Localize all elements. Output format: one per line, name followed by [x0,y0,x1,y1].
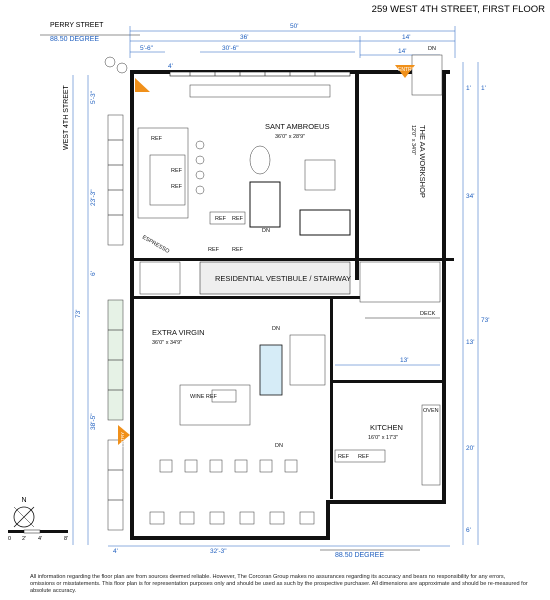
dim-left-38-5: 38'-5" [90,413,97,430]
scale-tick-3: 8' [64,536,68,542]
ref-label-4: REF [215,216,227,222]
dim-left-6: 6' [90,271,97,276]
entry-corner [135,78,150,92]
workshop-name: THE AA WORKSHOP [418,125,427,198]
room-sant-ambroeus: SANT AMBROEUS 36'0" x 28'9" REF REF REF … [137,84,351,256]
entry-left: ENTRY [118,425,130,447]
sidewalk-seating [104,56,128,531]
street-perry: PERRY STREET [50,22,104,29]
sant-ambroeus-name: SANT AMBROEUS [265,122,329,131]
dim-right-13: 13' [466,339,474,346]
entry-top-label: ENTRY [398,67,416,73]
room-kitchen: KITCHEN 16'0" x 17'3" REF REF OVEN 13' [334,357,441,486]
disclaimer-text: All information regarding the floor plan… [30,574,528,594]
extra-virgin-size: 36'0" x 34'9" [152,340,182,346]
dim-left-5-3: 5'-3" [90,90,97,104]
degree-top: 88.50 DEGREE [50,36,99,43]
street-west-4th: WEST 4TH STREET [63,84,70,150]
dining-tables [149,459,315,525]
dim-top-14b: 14' [398,48,406,55]
ref-label-5: REF [232,216,244,222]
ref-label-2: REF [171,168,183,174]
deck-label: DECK [420,311,436,317]
dim-right-1b: 1' [481,85,486,92]
espresso-label: ESPRESSO [141,235,171,256]
ref-label-3: REF [171,184,183,190]
top-dimensions: 50' 36' 14' 5'-6" 30'-6" 14' 4' [129,23,456,70]
dim-top-36: 36' [240,34,248,41]
dn-label-2: DN [272,326,280,332]
dim-left-73: 73' [75,310,82,318]
workshop-size: 12'0" x 34'0" [410,125,416,155]
wine-ref-label: WINE REF [190,394,218,400]
dn-label-1: DN [262,228,270,234]
right-dimensions: 1' 1' 34' 73' 13' 20' 6' [462,62,489,545]
dn-label-top: DN [428,46,436,52]
ref-label-9: REF [358,454,370,460]
bottom-dimensions: 4' 32'-3" 88.50 DEGREE [108,545,450,559]
ref-label-8: REF [338,454,350,460]
dim-top-overall: 50' [290,23,298,30]
north-arrow: N [13,497,35,528]
extra-virgin-name: EXTRA VIRGIN [152,328,205,337]
scale-tick-1: 2' [22,536,26,542]
dim-top-30-6: 30'-6" [222,45,239,52]
room-workshop: THE AA WORKSHOP 12'0" x 34'0" DN [410,46,443,198]
degree-bottom: 88.50 DEGREE [335,552,384,559]
dim-right-20: 20' [466,445,474,452]
dn-label-3: DN [275,443,283,449]
dim-bottom-4: 4' [113,548,118,555]
address-title: 259 WEST 4TH STREET, FIRST FLOOR [372,4,545,15]
sant-ambroeus-size: 36'0" x 28'9" [275,134,305,140]
dim-right-73: 73' [481,317,489,324]
dim-left-23-3: 23'-3" [90,189,97,206]
entry-left-label: ENTRY [120,432,125,447]
dim-mid-13: 13' [400,357,408,364]
left-dimensions: 5'-3" 23'-3" 6' 73' 38'-5" WEST 4TH STRE… [63,75,97,545]
windows-top [169,71,351,77]
north-label: N [21,497,26,504]
room-vestibule: RESIDENTIAL VESTIBULE / STAIRWAY DECK [139,261,441,319]
dim-top-4: 4' [168,63,173,70]
dim-top-5-6: 5'-6" [140,45,154,52]
dim-right-34: 34' [466,193,474,200]
ref-label-7: REF [232,247,244,253]
kitchen-size: 16'0" x 17'3" [368,435,398,441]
ref-label-1: REF [151,136,163,142]
dim-top-14a: 14' [402,34,410,41]
scale-bar: 0 2' 4' 8' [8,529,68,542]
dim-right-1a: 1' [466,85,471,92]
dim-bottom-32-3: 32'-3" [210,548,227,555]
ref-label-6: REF [208,247,220,253]
vestibule-name: RESIDENTIAL VESTIBULE / STAIRWAY [215,274,351,283]
scale-tick-2: 4' [38,536,42,542]
entry-top: ENTRY [395,65,416,78]
kitchen-name: KITCHEN [370,423,403,432]
dim-right-6: 6' [466,527,471,534]
room-extra-virgin: EXTRA VIRGIN 36'0" x 34'9" WINE REF DN D… [152,326,326,449]
scale-tick-0: 0 [8,536,11,542]
oven-label: OVEN [423,408,439,414]
